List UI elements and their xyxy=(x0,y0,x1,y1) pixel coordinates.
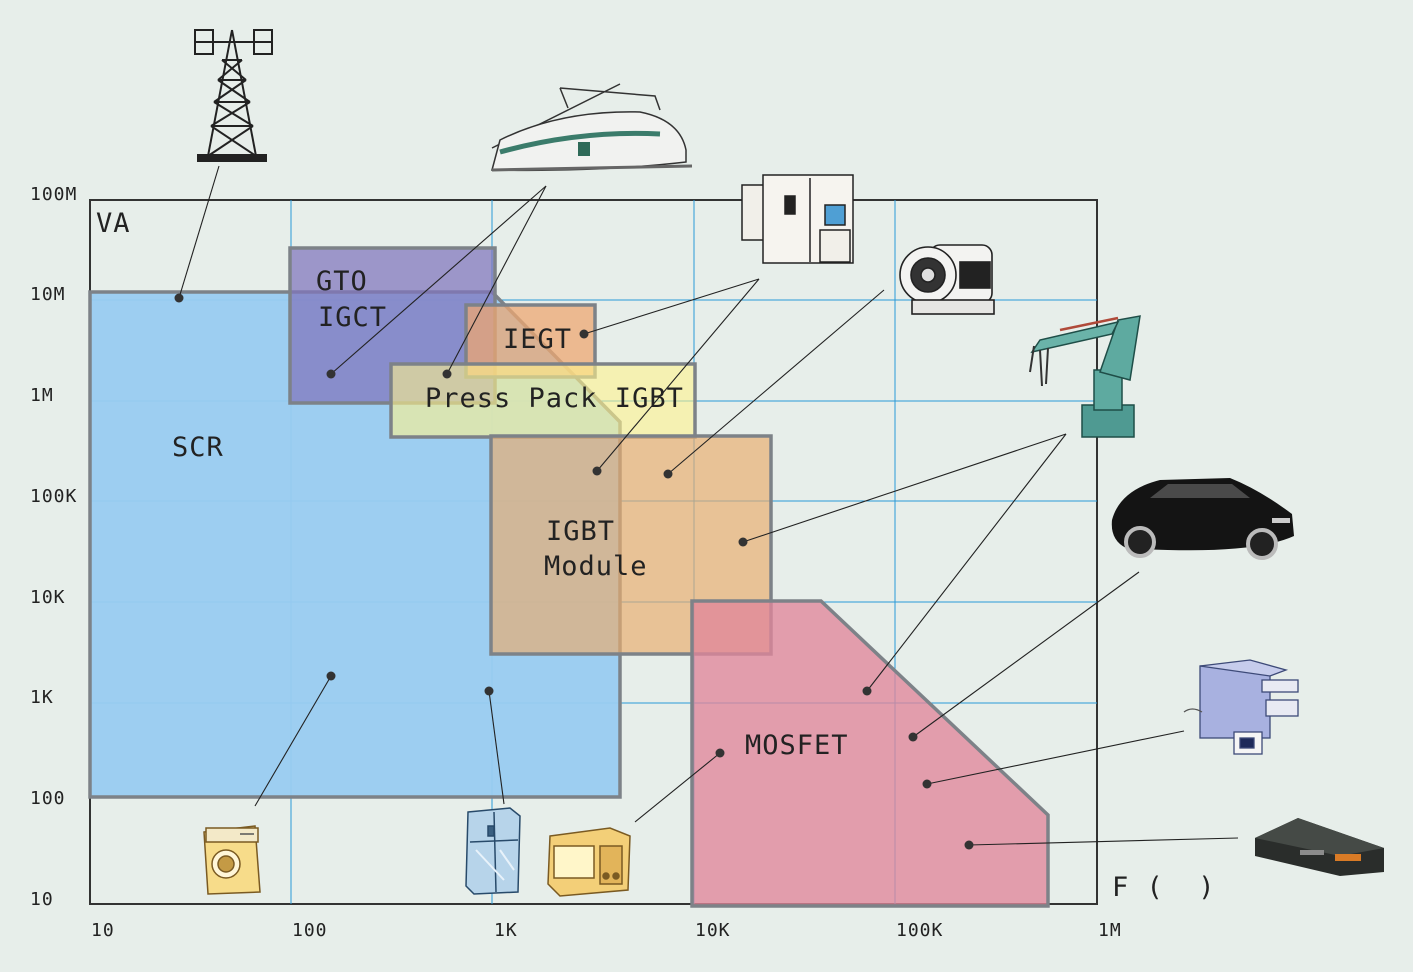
train-icon xyxy=(491,83,693,172)
x-axis-unit: F ( ) xyxy=(1112,872,1216,903)
car-icon xyxy=(1111,478,1294,560)
press-pack-igbt-label: Press Pack IGBT xyxy=(425,383,684,414)
y-tick: 100M xyxy=(30,184,77,205)
press-pack-igbt-region xyxy=(389,362,697,439)
igct-label: IGCT xyxy=(318,302,387,333)
printer-icon xyxy=(1183,659,1299,755)
gto-label: GTO xyxy=(316,266,368,297)
x-axis-ticks: 10 100 1K 10K 100K 1M xyxy=(91,920,1122,941)
x-tick: 100 xyxy=(292,920,328,941)
motor-icon xyxy=(899,244,995,315)
vcr-icon xyxy=(1255,818,1384,876)
y-tick: 100K xyxy=(30,486,77,507)
y-axis-ticks: 100M 10M 1M 100K 10K 1K 100 10 xyxy=(30,184,77,910)
y-tick: 1K xyxy=(30,687,54,708)
y-axis-unit: VA xyxy=(96,208,131,239)
x-tick: 10K xyxy=(695,920,731,941)
y-tick: 100 xyxy=(30,788,66,809)
y-tick: 10M xyxy=(30,284,66,305)
refrigerator-icon xyxy=(465,807,521,895)
igbt-module-label-line1: IGBT xyxy=(546,516,615,547)
microwave-icon xyxy=(547,827,631,897)
igbt-module-label-line2: Module xyxy=(544,551,648,582)
x-tick: 1M xyxy=(1098,920,1122,941)
power-tower-icon xyxy=(194,29,273,162)
scr-label: SCR xyxy=(172,432,224,463)
x-tick: 1K xyxy=(494,920,518,941)
industrial-machine-icon xyxy=(741,174,854,264)
mosfet-label: MOSFET xyxy=(745,730,849,761)
y-tick: 10K xyxy=(30,587,66,608)
x-tick: 10 xyxy=(91,920,115,941)
x-tick: 100K xyxy=(896,920,943,941)
washing-machine-icon xyxy=(203,825,261,895)
y-tick: 1M xyxy=(30,385,54,406)
leader-lines xyxy=(178,165,1239,846)
y-tick: 10 xyxy=(30,889,54,910)
leader-dots xyxy=(174,293,974,850)
mosfet-region xyxy=(690,599,1050,908)
iegt-label: IEGT xyxy=(503,324,572,355)
robot-arm-icon xyxy=(1029,315,1141,438)
